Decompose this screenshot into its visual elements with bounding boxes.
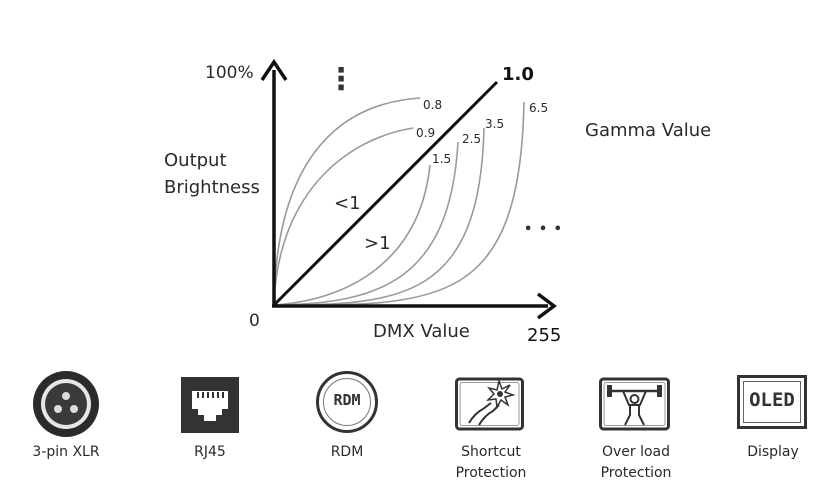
curve-label-1-5: 1.5 [432, 152, 452, 166]
feature-label-xlr: 3-pin XLR [16, 442, 116, 463]
y-axis-max-label: 100% [205, 63, 254, 83]
curve-gamma-0-8 [273, 97, 421, 306]
feature-label-display-line1: Display [747, 444, 799, 460]
vertical-ellipsis: ⋮ [326, 62, 356, 97]
x-axis-max-label: 255 [527, 325, 562, 346]
rdm-icon: RDM [316, 371, 378, 433]
curve-label-2-5: 2.5 [462, 132, 482, 146]
oled-icon-text: OLED [749, 389, 795, 411]
x-axis-arrowhead [536, 292, 557, 320]
feature-label-rj45: RJ45 [160, 442, 260, 463]
y-axis-title-line2: Brightness [164, 177, 260, 198]
feature-label-xlr-line1: 3-pin XLR [32, 444, 100, 460]
oled-display-screen [743, 381, 801, 423]
curve-gamma-2-5 [273, 141, 459, 306]
curve-label-6-5: 6.5 [529, 101, 549, 115]
linear-gamma-line [272, 80, 499, 307]
linear-gamma-label: 1.0 [502, 64, 534, 85]
rdm-icon-inner [323, 378, 371, 426]
feature-label-rdm-line1: RDM [330, 444, 364, 460]
xlr-connector-icon [33, 371, 99, 437]
curve-label-3-5: 3.5 [485, 117, 505, 131]
curve-label-0-8: 0.8 [423, 98, 443, 112]
feature-label-overload-line2: Protection [600, 465, 672, 481]
feature-label-overload: Over load Protection [586, 442, 686, 484]
curve-gamma-3-5 [273, 127, 485, 306]
rj45-port-icon [181, 377, 239, 433]
x-axis-label: DMX Value [373, 321, 470, 342]
origin-label: 0 [249, 311, 260, 331]
overload-protection-icon [599, 377, 670, 431]
curve-gamma-1-5 [273, 164, 431, 306]
rdm-icon-text: RDM [333, 391, 361, 409]
gamma-diagram [260, 58, 557, 320]
feature-label-overload-line1: Over load [601, 444, 671, 460]
less-than-one-label: <1 [334, 193, 361, 214]
greater-than-one-label: >1 [364, 233, 391, 254]
feature-label-shortcut: Shortcut Protection [441, 442, 541, 484]
y-axis-title-line1: Output [164, 150, 227, 171]
oled-display-icon: OLED [737, 375, 807, 429]
horizontal-ellipsis: • • • [524, 222, 563, 237]
y-axis-arrowhead [260, 58, 288, 81]
feature-label-display: Display [723, 442, 823, 463]
curve-gamma-6-5 [273, 101, 525, 306]
feature-label-shortcut-line1: Shortcut [461, 444, 521, 460]
feature-label-rdm: RDM [297, 442, 397, 463]
feature-label-shortcut-line2: Protection [455, 465, 527, 481]
short-circuit-protection-icon [455, 377, 524, 431]
feature-label-rj45-line1: RJ45 [194, 444, 226, 460]
legend-title: Gamma Value [585, 120, 712, 141]
curve-gamma-0-9 [273, 127, 414, 306]
curve-label-0-9: 0.9 [416, 126, 436, 140]
